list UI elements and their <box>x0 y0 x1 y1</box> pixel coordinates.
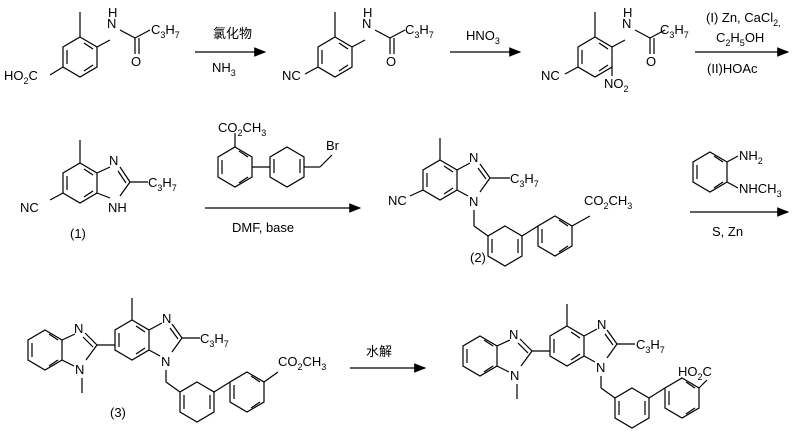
ester-label-2: CO2CH3 <box>584 193 632 211</box>
propyl-label-1: C3H7 <box>148 175 177 193</box>
compound-c-structure: N H O C3H7 NC NO2 <box>541 5 689 94</box>
imidazole-n-label-3: N <box>162 311 171 326</box>
final-product-structure: N N N N C3H7 HO2C <box>462 304 712 429</box>
amino-label: NH2 <box>739 148 763 166</box>
amide-h-label-c: H <box>623 5 632 20</box>
benzimidazole-n-label-p: N <box>509 327 518 342</box>
reagent-sulfur-zinc: S, Zn <box>712 224 743 239</box>
bromine-label: Br <box>326 138 340 153</box>
amide-nh-label-c: N <box>622 16 631 31</box>
imidazole-n-label-p: N <box>597 317 606 332</box>
imidazole-n1-label-3: N <box>161 354 170 369</box>
reagent-dmf-base: DMF, base <box>232 220 294 235</box>
imidazole-n1-label-p: N <box>596 360 605 375</box>
diamine-reagent: NH2 NHCH3 <box>692 148 782 199</box>
carbonyl-o-label-b: O <box>386 54 396 69</box>
compound-1-label: (1) <box>70 226 86 241</box>
compound-1-structure: N NH C3H7 NC <box>20 140 177 215</box>
imidazole-nh-label-1: NH <box>108 200 127 215</box>
reagent-chloride: 氯化物 <box>213 26 252 41</box>
methylamino-label: NHCH3 <box>739 181 782 199</box>
compound-3-label: (3) <box>110 405 126 420</box>
propyl-label-p: C3H7 <box>636 337 665 355</box>
nitrile-label-b: NC <box>282 68 301 83</box>
imidazole-n-label-1: N <box>109 153 118 168</box>
amide-h-label-b: H <box>363 5 372 20</box>
amide-nh-label: N <box>107 16 116 31</box>
nitrile-label-c: NC <box>541 68 560 83</box>
propyl-label-2: C3H7 <box>510 171 539 189</box>
compound-3-structure: N N N N C3H7 CO2CH3 <box>27 298 326 423</box>
compound-2-label: (2) <box>470 250 486 265</box>
propyl-label-3: C3H7 <box>200 331 229 349</box>
reagent-hydrolysis: 水解 <box>366 344 392 359</box>
ester-label-3: CO2CH3 <box>278 354 326 372</box>
nitro-label: NO2 <box>604 76 629 94</box>
reagent-nitric-acid: HNO3 <box>466 28 500 46</box>
benzimidazole-nme-label-3: N <box>75 362 84 377</box>
propyl-label-c: C3H7 <box>660 22 689 40</box>
benzimidazole-n-label-3: N <box>74 321 83 336</box>
compound-b-structure: N H O C3H7 NC <box>282 5 434 83</box>
propyl-label-b: C3H7 <box>405 22 434 40</box>
compound-a-structure: N H O C3H7 HO2C <box>4 5 180 86</box>
reagent-ethanol: C2H5OH <box>716 30 764 48</box>
nitrile-label-2: NC <box>388 193 407 208</box>
imidazole-n-label-2: N <box>469 150 478 165</box>
amide-h-label: H <box>108 5 117 20</box>
carboxyl-label-p: HO2C <box>678 364 712 382</box>
ester-label-reagent: CO2CH3 <box>218 120 266 138</box>
bromomethyl-biphenyl-reagent: CO2CH3 Br <box>217 120 340 188</box>
propyl-label-a: C3H7 <box>151 22 180 40</box>
amide-nh-label-b: N <box>362 16 371 31</box>
reagent-zinc-calcium-chloride: (I) Zn, CaCl2, <box>706 10 781 28</box>
compound-2-structure: N N C3H7 NC CO2CH3 <box>388 138 632 267</box>
carbonyl-o-label: O <box>131 54 141 69</box>
carboxyl-label: HO2C <box>4 68 38 86</box>
carbonyl-o-label-c: O <box>646 54 656 69</box>
reagent-ammonia: NH3 <box>212 60 236 78</box>
reagent-acetic-acid: (II)HOAc <box>707 61 758 76</box>
imidazole-n1-label-2: N <box>469 194 478 209</box>
nitrile-label-1: NC <box>20 200 39 215</box>
benzimidazole-nme-label-p: N <box>510 368 519 383</box>
